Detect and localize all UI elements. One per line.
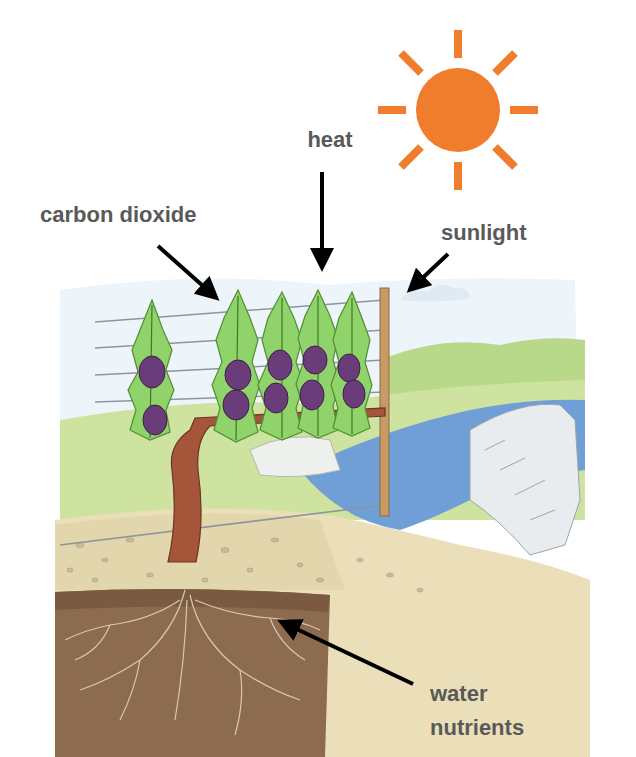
label-text: nutrients [430, 716, 524, 740]
label-text: sunlight [441, 221, 527, 245]
label-text: water [430, 682, 487, 706]
sun-symbol [378, 30, 538, 190]
label-text: heat [307, 128, 352, 152]
leader-arrows [158, 172, 448, 684]
label-text: carbon dioxide [40, 203, 196, 227]
